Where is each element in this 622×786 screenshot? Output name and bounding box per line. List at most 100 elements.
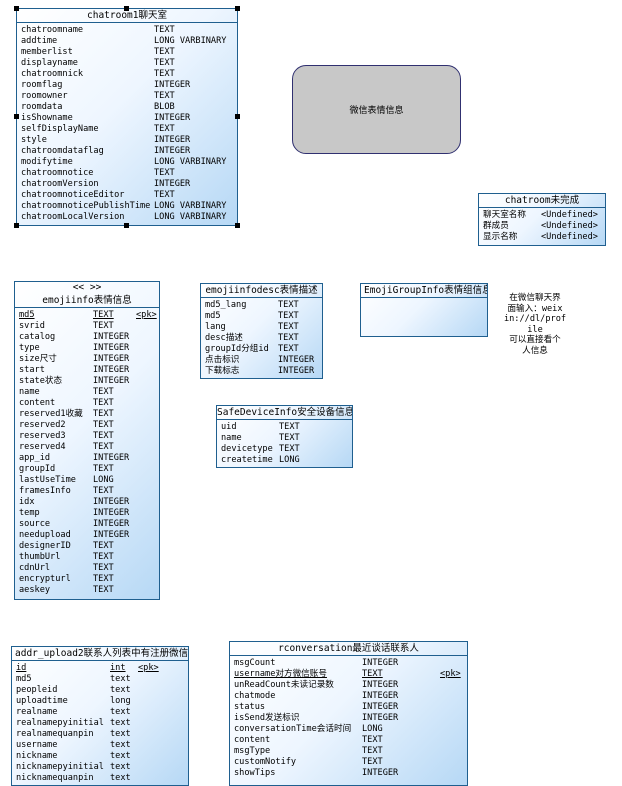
column-type: TEXT xyxy=(93,398,114,408)
column-name: svrid xyxy=(19,321,45,331)
column-name: realname xyxy=(16,707,58,717)
primary-key-marker: <pk> xyxy=(138,663,159,673)
column-row: customNotify TEXT xyxy=(234,757,467,768)
column-name: id xyxy=(16,663,27,673)
column-type: TEXT xyxy=(362,757,383,767)
column-type: LONG xyxy=(93,475,114,485)
entity-chatroom-incomplete[interactable]: chatroom未完成 聊天室名称<Undefined>群成员<Undefine… xyxy=(478,193,606,246)
column-type: TEXT xyxy=(93,486,114,496)
selection-handle[interactable] xyxy=(235,223,240,228)
column-name: groupId xyxy=(19,464,56,474)
column-name: memberlist xyxy=(21,47,73,57)
entity-stereotype: << >> xyxy=(72,282,102,293)
column-name: chatroomVersion xyxy=(21,179,99,189)
column-type: INTEGER xyxy=(362,658,399,668)
primary-key-marker: <pk> xyxy=(136,310,157,320)
column-type: TEXT xyxy=(154,47,175,57)
column-type: LONG VARBINARY xyxy=(154,157,227,167)
column-name: uploadtime xyxy=(16,696,68,706)
entity-emojigroupinfo[interactable]: EmojiGroupInfo表情组信息 xyxy=(360,283,488,337)
column-name: customNotify xyxy=(234,757,297,767)
selection-handle[interactable] xyxy=(124,6,129,11)
column-type: INTEGER xyxy=(362,713,399,723)
column-name: md5 xyxy=(205,311,221,321)
selection-handle[interactable] xyxy=(14,114,19,119)
column-row: memberlist TEXT xyxy=(21,47,237,58)
column-name: designerID xyxy=(19,541,71,551)
column-type: INTEGER xyxy=(93,365,130,375)
selection-handle[interactable] xyxy=(235,6,240,11)
column-type: TEXT xyxy=(154,25,175,35)
column-type: TEXT xyxy=(278,311,299,321)
column-type: INTEGER xyxy=(362,680,399,690)
column-name: lang xyxy=(205,322,226,332)
column-name: username xyxy=(16,740,58,750)
column-name: reserved1收藏 xyxy=(19,409,83,419)
column-type: BLOB xyxy=(154,102,175,112)
emoji-info-label: 微信表情信息 xyxy=(349,106,404,116)
column-type: text xyxy=(110,729,131,739)
column-type: TEXT xyxy=(278,322,299,332)
column-name: 显示名称 xyxy=(483,232,518,242)
column-name: chatroomnoticeEditor xyxy=(21,190,125,200)
column-name: name xyxy=(19,387,40,397)
column-type: TEXT xyxy=(278,333,299,343)
entity-title: emojiinfo表情信息 xyxy=(15,294,159,308)
column-name: msgType xyxy=(234,746,271,756)
selection-handle[interactable] xyxy=(235,114,240,119)
column-name: size尺寸 xyxy=(19,354,57,364)
column-type: <Undefined> xyxy=(541,210,598,220)
column-type: TEXT xyxy=(93,464,114,474)
column-name: chatroomnotice xyxy=(21,168,94,178)
column-type: TEXT xyxy=(93,541,114,551)
column-name: unReadCount未读记录数 xyxy=(234,680,334,690)
column-name: type xyxy=(19,343,40,353)
column-name: app_id xyxy=(19,453,51,463)
column-type: INTEGER xyxy=(362,691,399,701)
selection-handle[interactable] xyxy=(124,223,129,228)
column-name: username对方微信账号 xyxy=(234,669,327,679)
column-type: INTEGER xyxy=(278,366,315,376)
column-type: TEXT xyxy=(154,58,175,68)
column-name: uid xyxy=(221,422,237,432)
selection-handle[interactable] xyxy=(14,6,19,11)
column-name: temp xyxy=(19,508,40,518)
column-type: TEXT xyxy=(278,344,299,354)
selection-handle[interactable] xyxy=(14,223,19,228)
column-name: content xyxy=(234,735,271,745)
column-name: source xyxy=(19,519,51,529)
column-row: msgType TEXT xyxy=(234,746,467,757)
emoji-info-box[interactable]: 微信表情信息 xyxy=(292,65,461,154)
column-name: 群成员 xyxy=(483,221,509,231)
column-name: reserved4 xyxy=(19,442,66,452)
column-type: LONG VARBINARY xyxy=(154,212,227,222)
column-name: createtime xyxy=(221,455,273,465)
column-row: groupId TEXT xyxy=(19,464,159,475)
column-type: TEXT xyxy=(362,746,383,756)
column-type: text xyxy=(110,674,131,684)
